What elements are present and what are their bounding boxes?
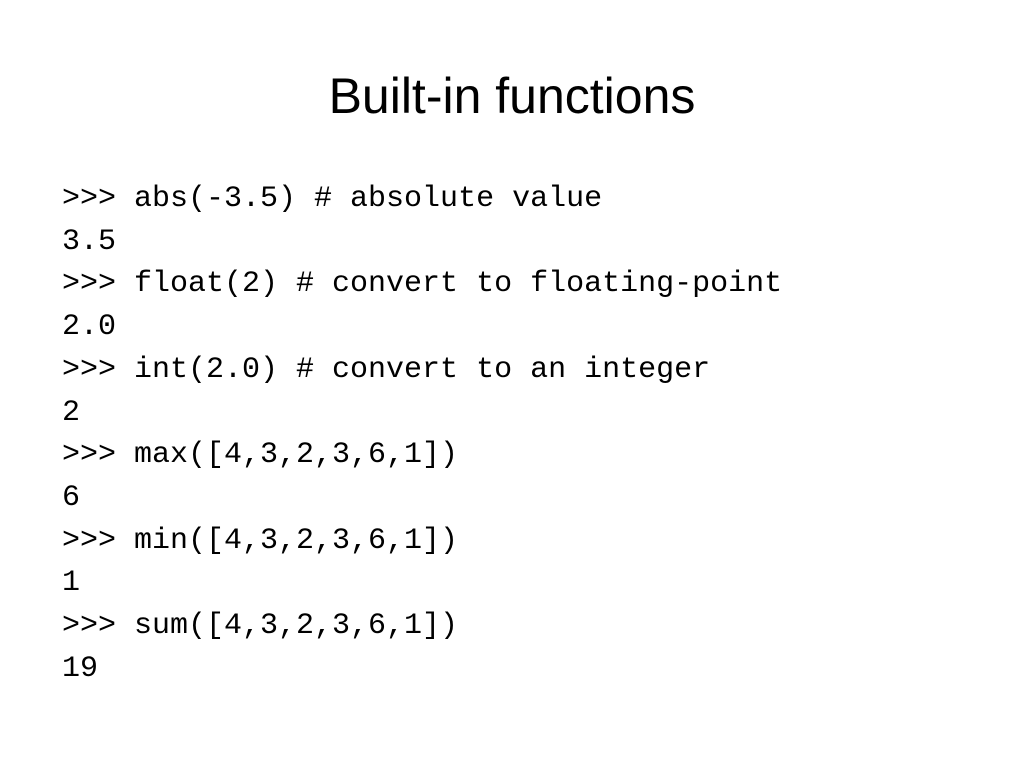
code-output-line: 6 (62, 480, 81, 515)
code-input-line: >>> int(2.0) # convert to an integer (62, 352, 711, 387)
code-output-line: 1 (62, 566, 81, 601)
code-output-line: 19 (62, 651, 99, 686)
code-input-line: >>> sum([4,3,2,3,6,1]) (62, 609, 459, 644)
code-block: >>> abs(-3.5) # absolute value 3.5 >>> f… (62, 178, 1002, 690)
code-output-line: 2.0 (62, 310, 117, 345)
code-input-line: >>> float(2) # convert to floating-point (62, 267, 783, 302)
slide-title: Built-in functions (328, 68, 696, 124)
code-input-line: >>> abs(-3.5) # absolute value (62, 182, 603, 216)
code-output-line: 3.5 (62, 224, 117, 259)
code-input-line: >>> max([4,3,2,3,6,1]) (62, 438, 459, 473)
code-input-line: >>> min([4,3,2,3,6,1]) (62, 523, 459, 558)
code-output-line: 2 (62, 395, 81, 430)
